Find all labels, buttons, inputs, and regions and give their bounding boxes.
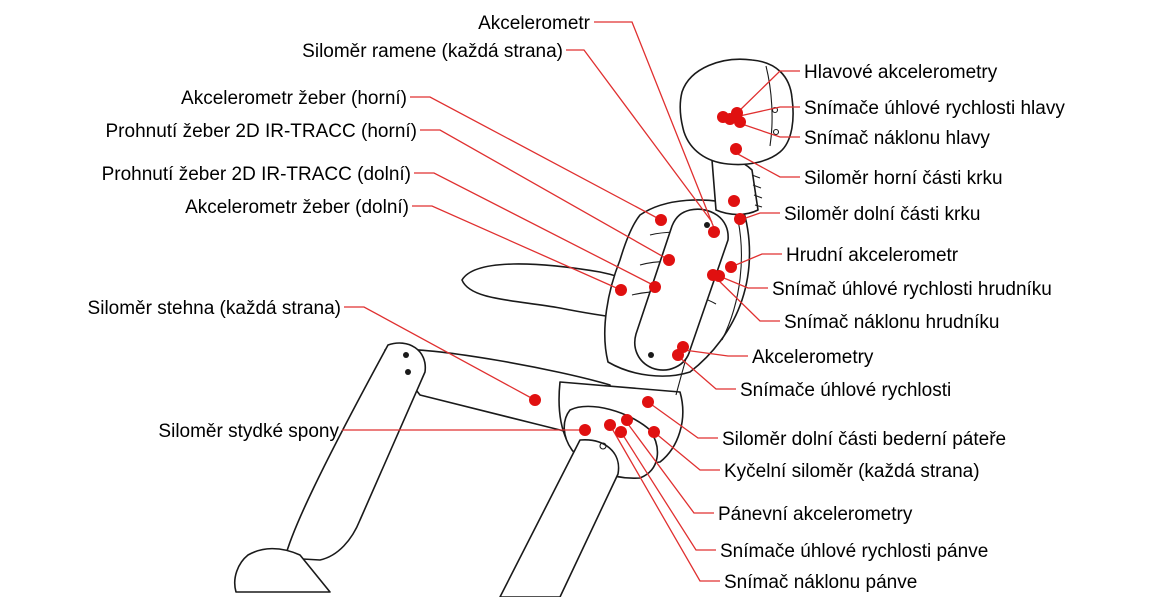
sensor-pelvic-tilt: [604, 419, 616, 431]
label-lumbar-load-cell: Siloměr dolní části bederní páteře: [722, 429, 1006, 450]
label-upper-neck-load-cell: Siloměr horní části krku: [804, 168, 1003, 189]
label-rib-deflection-upper: Prohnutí žeber 2D IR-TRACC (horní): [106, 121, 418, 142]
sensor-thoracic-tilt: [707, 269, 719, 281]
knee-bolt: [403, 352, 409, 358]
sensor-accelerometer-top: [708, 226, 720, 238]
sensor-lumbar: [642, 396, 654, 408]
label-hip-load-cell: Kyčelní siloměr (každá strana): [724, 461, 980, 482]
label-rib-deflection-lower: Prohnutí žeber 2D IR-TRACC (dolní): [102, 164, 411, 185]
label-head-accelerometers: Hlavové akcelerometry: [804, 62, 998, 83]
label-pubic-load-cell: Siloměr stydké spony: [158, 421, 339, 442]
label-thoracic-angular-rate: Snímač úhlové rychlosti hrudníku: [772, 279, 1052, 300]
label-femur-load-cell: Siloměr stehna (každá strana): [88, 298, 341, 319]
label-head-tilt: Snímač náklonu hlavy: [804, 128, 990, 149]
sensor-neck-mid: [728, 195, 740, 207]
sensor-rib-deflection-upper: [663, 254, 675, 266]
sensor-head-tilt: [717, 111, 729, 123]
sensor-upper-neck: [730, 143, 742, 155]
label-lower-neck-load-cell: Siloměr dolní části krku: [784, 204, 980, 225]
sensor-femur: [529, 394, 541, 406]
sensor-pelvic-accel: [621, 414, 633, 426]
sensor-rib-accel-lower: [615, 284, 627, 296]
label-accelerometer: Akcelerometr: [478, 13, 591, 34]
sensor-hip: [648, 426, 660, 438]
label-thoracic-tilt: Snímač náklonu hrudníku: [784, 312, 999, 333]
label-thoracic-accelerometer: Hrudní akcelerometr: [786, 245, 959, 266]
label-accelerometers: Akcelerometry: [752, 347, 874, 368]
label-rib-accel-upper: Akcelerometr žeber (horní): [181, 88, 407, 109]
sensor-rib-accel-upper: [655, 214, 667, 226]
label-rib-accel-lower: Akcelerometr žeber (dolní): [185, 197, 409, 218]
label-pelvic-tilt: Snímač náklonu pánve: [724, 572, 917, 593]
sensor-thoracic-accel: [725, 261, 737, 273]
sensor-pubic: [579, 424, 591, 436]
elbow-bolt: [648, 352, 654, 358]
sensor-head-extra: [734, 116, 746, 128]
near-lower-leg: [500, 440, 619, 597]
label-pelvic-accelerometers: Pánevní akcelerometry: [718, 504, 913, 525]
sensor-lower-neck: [734, 213, 746, 225]
leader-rib-accel-upper: [410, 97, 661, 220]
sensor-rib-deflection-lower: [649, 281, 661, 293]
label-pelvic-angular-rate: Snímače úhlové rychlosti pánve: [720, 541, 988, 562]
sensor-pelvic-angular: [615, 426, 627, 438]
knee-bolt-2: [405, 369, 411, 375]
shoulder-bolt: [704, 222, 710, 228]
sensor-angular-rate: [672, 349, 684, 361]
label-angular-rate-sensors: Snímače úhlové rychlosti: [740, 380, 951, 401]
label-shoulder-load-cell: Siloměr ramene (každá strana): [302, 41, 563, 62]
label-head-angular-rate: Snímače úhlové rychlosti hlavy: [804, 98, 1065, 119]
far-lower-leg: [285, 343, 425, 560]
